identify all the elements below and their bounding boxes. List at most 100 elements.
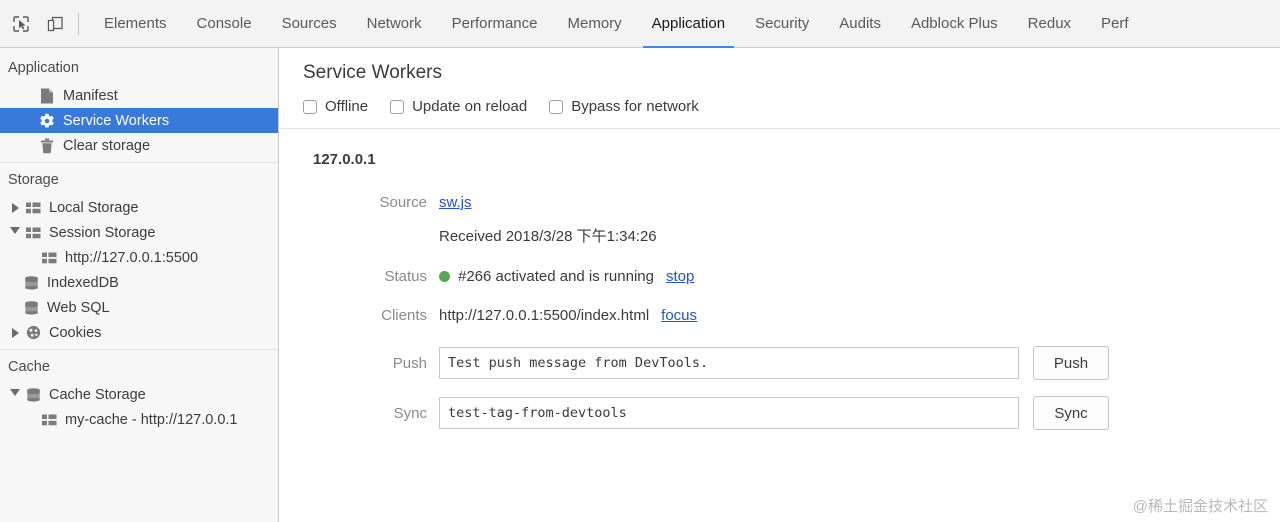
push-input[interactable] xyxy=(439,347,1019,379)
service-workers-panel: Service Workers Offline Update on reload… xyxy=(279,48,1280,522)
tab-network[interactable]: Network xyxy=(366,15,422,32)
sidebar-item-local-storage[interactable]: Local Storage xyxy=(0,195,278,220)
device-toolbar-icon[interactable] xyxy=(38,7,72,41)
database-icon xyxy=(22,299,40,317)
expand-arrow-collapsed-icon[interactable] xyxy=(8,327,22,338)
expand-arrow-expanded-icon[interactable] xyxy=(8,226,22,239)
stop-link[interactable]: stop xyxy=(665,268,695,285)
sidebar-item-cookies[interactable]: Cookies xyxy=(0,320,278,345)
checkbox-bypass-for-network[interactable]: Bypass for network xyxy=(549,98,699,115)
client-url: http://127.0.0.1:5500/index.html xyxy=(439,307,650,324)
cookie-icon xyxy=(24,324,42,342)
tab-security[interactable]: Security xyxy=(755,15,810,32)
sidebar-item-label: Cache Storage xyxy=(49,386,146,403)
watermark: @稀土掘金技术社区 xyxy=(1132,498,1268,515)
trash-icon xyxy=(38,137,56,155)
sidebar-item-label: Local Storage xyxy=(49,199,139,216)
sidebar-item-label: http://127.0.0.1:5500 xyxy=(65,249,199,266)
document-icon xyxy=(38,87,56,105)
sidebar-item-clear-storage[interactable]: Clear storage xyxy=(0,133,278,158)
tab-audits[interactable]: Audits xyxy=(839,15,881,32)
table-icon xyxy=(24,199,42,217)
panel-divider xyxy=(279,128,1280,129)
sidebar-item-manifest[interactable]: Manifest xyxy=(0,83,278,108)
gear-icon xyxy=(38,112,56,130)
source-value: sw.js xyxy=(439,194,472,211)
tab-elements[interactable]: Elements xyxy=(104,15,167,32)
database-icon xyxy=(22,274,40,292)
clients-label: Clients xyxy=(381,307,427,324)
registration-origin: 127.0.0.1 xyxy=(313,151,376,168)
toolbar-divider xyxy=(78,12,79,35)
status-label: Status xyxy=(384,268,427,285)
status-indicator-icon xyxy=(439,271,450,282)
source-label: Source xyxy=(379,194,427,211)
sidebar-item-label: IndexedDB xyxy=(47,274,119,291)
checkbox-update-on-reload[interactable]: Update on reload xyxy=(390,98,527,115)
sidebar-section-application: Application xyxy=(8,60,79,76)
sync-button[interactable]: Sync xyxy=(1033,396,1109,430)
sync-row: Sync Sync xyxy=(279,396,1280,430)
sidebar-divider xyxy=(0,349,278,350)
expand-arrow-collapsed-icon[interactable] xyxy=(8,202,22,213)
received-value: Received 2018/3/28 下午1:34:26 xyxy=(439,228,657,245)
devtools-toolbar: Elements Console Sources Network Perform… xyxy=(0,0,1280,48)
tab-memory[interactable]: Memory xyxy=(567,15,622,32)
table-icon xyxy=(40,249,58,267)
sidebar-item-my-cache[interactable]: my-cache - http://127.0.0.1 xyxy=(0,407,278,432)
status-row: Status #266 activated and is running sto… xyxy=(279,268,1280,285)
clients-value: http://127.0.0.1:5500/index.html focus xyxy=(439,307,697,324)
sidebar-section-storage: Storage xyxy=(8,172,59,188)
checkbox-label: Update on reload xyxy=(412,98,528,115)
source-file-link[interactable]: sw.js xyxy=(439,194,472,211)
application-sidebar: Application Manifest xyxy=(0,48,279,522)
clients-row: Clients http://127.0.0.1:5500/index.html… xyxy=(279,307,1280,324)
push-row: Push Push xyxy=(279,346,1280,380)
panel-options: Offline Update on reload Bypass for netw… xyxy=(303,98,1280,128)
inspect-cursor-icon[interactable] xyxy=(4,7,38,41)
sidebar-item-web-sql[interactable]: Web SQL xyxy=(0,295,278,320)
tab-adblock-plus[interactable]: Adblock Plus xyxy=(910,15,998,32)
focus-link[interactable]: focus xyxy=(661,307,698,324)
checkbox-offline[interactable]: Offline xyxy=(303,98,368,115)
tab-perf[interactable]: Perf xyxy=(1101,15,1129,32)
checkbox-box[interactable] xyxy=(390,99,405,114)
status-value: #266 activated and is running stop xyxy=(439,268,694,285)
sidebar-item-cache-storage[interactable]: Cache Storage xyxy=(0,382,278,407)
sidebar-item-service-workers[interactable]: Service Workers xyxy=(0,108,278,133)
expand-arrow-expanded-icon[interactable] xyxy=(8,388,22,401)
push-label: Push xyxy=(392,354,427,372)
source-row: Source sw.js xyxy=(279,194,1280,211)
sidebar-item-label: Manifest xyxy=(63,87,118,104)
table-icon xyxy=(40,411,58,429)
checkbox-box[interactable] xyxy=(549,99,564,114)
sidebar-item-label: Session Storage xyxy=(49,224,156,241)
database-icon xyxy=(24,386,42,404)
checkbox-label: Offline xyxy=(325,98,369,115)
checkbox-label: Bypass for network xyxy=(571,98,699,115)
devtools-body: Application Manifest xyxy=(0,48,1280,522)
tab-redux[interactable]: Redux xyxy=(1027,15,1072,32)
sidebar-divider xyxy=(0,162,278,163)
tab-application[interactable]: Application xyxy=(637,0,740,48)
sidebar-item-label: my-cache - http://127.0.0.1 xyxy=(65,411,238,428)
sidebar-section-cache: Cache xyxy=(8,359,50,375)
push-button[interactable]: Push xyxy=(1033,346,1109,380)
sidebar-item-label: Cookies xyxy=(49,324,102,341)
panel-tabs: Elements Console Sources Network Perform… xyxy=(89,0,1144,48)
sidebar-item-label: Web SQL xyxy=(47,299,110,316)
sidebar-item-label: Service Workers xyxy=(63,112,170,129)
sidebar-item-session-storage[interactable]: Session Storage xyxy=(0,220,278,245)
sync-input[interactable] xyxy=(439,397,1019,429)
page-title: Service Workers xyxy=(303,62,443,83)
sidebar-item-session-storage-origin[interactable]: http://127.0.0.1:5500 xyxy=(0,245,278,270)
tab-sources[interactable]: Sources xyxy=(281,15,337,32)
service-worker-registration: 127.0.0.1 Source sw.js Received 2018/3/2… xyxy=(279,129,1280,430)
sidebar-item-label: Clear storage xyxy=(63,137,151,154)
checkbox-box[interactable] xyxy=(303,99,317,114)
sidebar-item-indexeddb[interactable]: IndexedDB xyxy=(0,270,278,295)
tab-console[interactable]: Console xyxy=(196,15,252,32)
status-text: #266 activated and is running xyxy=(458,268,654,285)
tab-performance[interactable]: Performance xyxy=(451,15,538,32)
